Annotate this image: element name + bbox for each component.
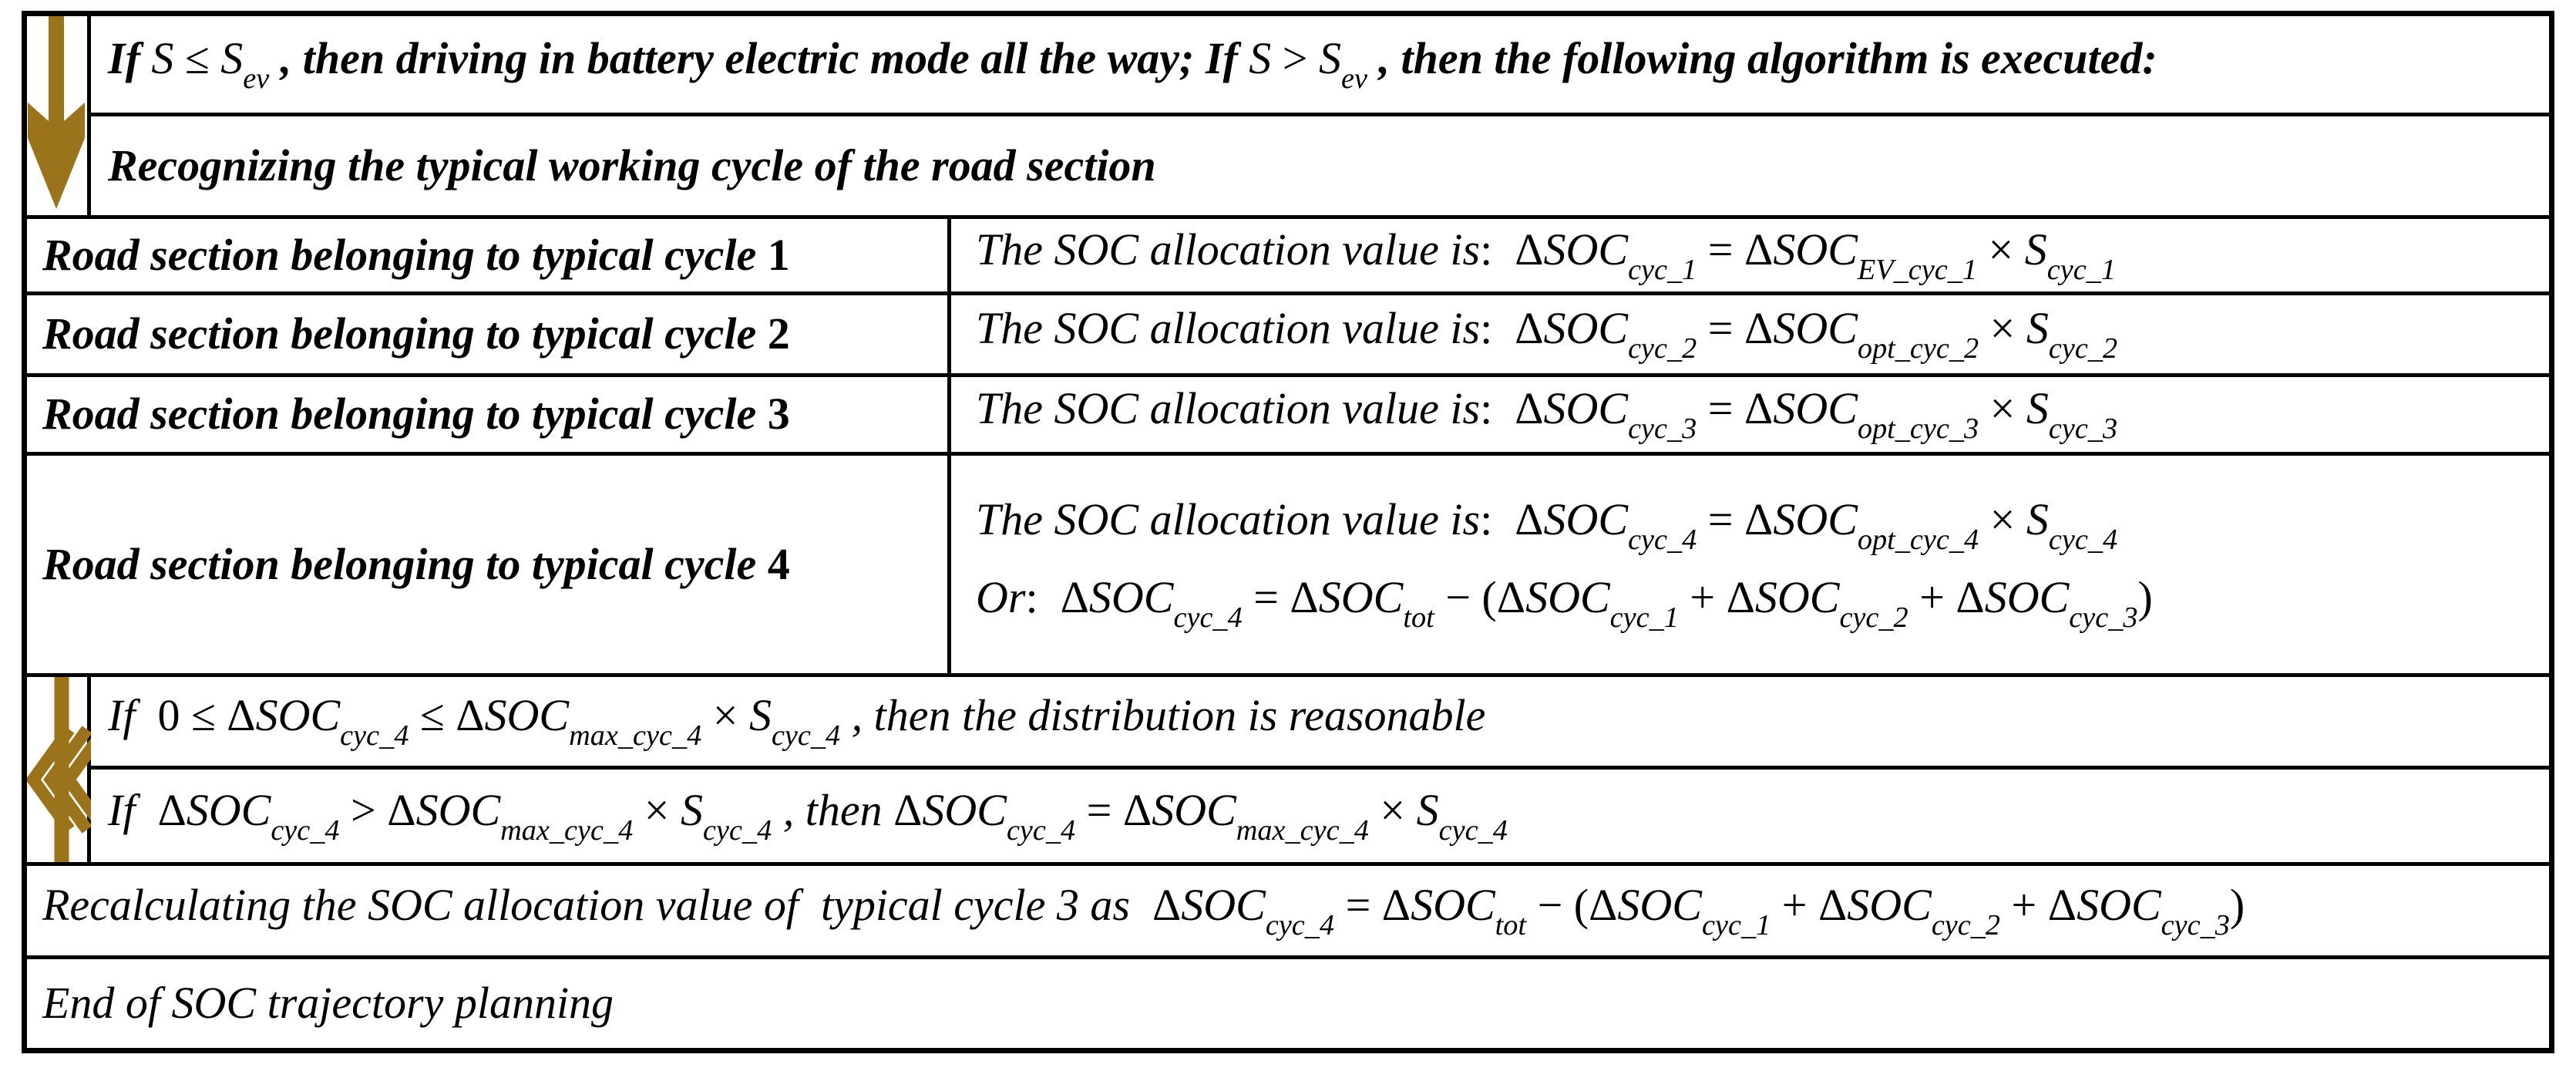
cycle-2-label: Road section belonging to typical cycle … [27, 295, 951, 373]
row-cycle-1: Road section belonging to typical cycle … [27, 219, 2549, 295]
cycle-3-label: Road section belonging to typical cycle … [27, 377, 951, 452]
flow-loop-gutter [27, 677, 91, 862]
cycle-3-formula: The SOC allocation value is: ΔSOCcyc_3 =… [976, 383, 2118, 446]
row-cycle-2: Road section belonging to typical cycle … [27, 295, 2549, 377]
start-row-group: If S ≤ Sev , then driving in battery ele… [27, 16, 2549, 219]
ev-condition-text: If S ≤ Sev , then driving in battery ele… [108, 33, 2157, 96]
end-text: End of SOC trajectory planning [42, 978, 614, 1029]
check-row-group: If 0 ≤ ΔSOCcyc_4 ≤ ΔSOCmax_cyc_4 × Scyc_… [27, 677, 2549, 866]
recognize-cycle-text: Recognizing the typical working cycle of… [108, 140, 1156, 190]
limit-condition-text: If ΔSOCcyc_4 > ΔSOCmax_cyc_4 × Scyc_4 , … [108, 784, 1508, 847]
row-reasonable-condition: If 0 ≤ ΔSOCcyc_4 ≤ ΔSOCmax_cyc_4 × Scyc_… [91, 677, 2549, 770]
cycle-1-formula: The SOC allocation value is: ΔSOCcyc_1 =… [976, 224, 2116, 286]
soc-algorithm-table: If S ≤ Sev , then driving in battery ele… [22, 11, 2554, 1053]
row-recognize-cycle: Recognizing the typical working cycle of… [91, 116, 2549, 215]
reasonable-condition-text: If 0 ≤ ΔSOCcyc_4 ≤ ΔSOCmax_cyc_4 × Scyc_… [108, 690, 1486, 753]
cycle-2-formula: The SOC allocation value is: ΔSOCcyc_2 =… [976, 303, 2118, 365]
double-left-chevron-icon [27, 677, 91, 862]
cycle-4-formula: The SOC allocation value is: ΔSOCcyc_4 =… [976, 494, 2153, 635]
down-arrow-icon [28, 16, 85, 209]
row-ev-condition: If S ≤ Sev , then driving in battery ele… [91, 16, 2549, 116]
row-end: End of SOC trajectory planning [27, 959, 2549, 1048]
row-cycle-4: Road section belonging to typical cycle … [27, 456, 2549, 677]
recalculate-text: Recalculating the SOC allocation value o… [42, 879, 2245, 941]
cycle-4-label: Road section belonging to typical cycle … [27, 456, 951, 673]
row-limit-condition: If ΔSOCcyc_4 > ΔSOCmax_cyc_4 × Scyc_4 , … [91, 770, 2549, 862]
cycle-1-label: Road section belonging to typical cycle … [27, 219, 951, 291]
row-recalculate: Recalculating the SOC allocation value o… [27, 866, 2549, 959]
flow-start-gutter [27, 16, 91, 215]
row-cycle-3: Road section belonging to typical cycle … [27, 377, 2549, 456]
